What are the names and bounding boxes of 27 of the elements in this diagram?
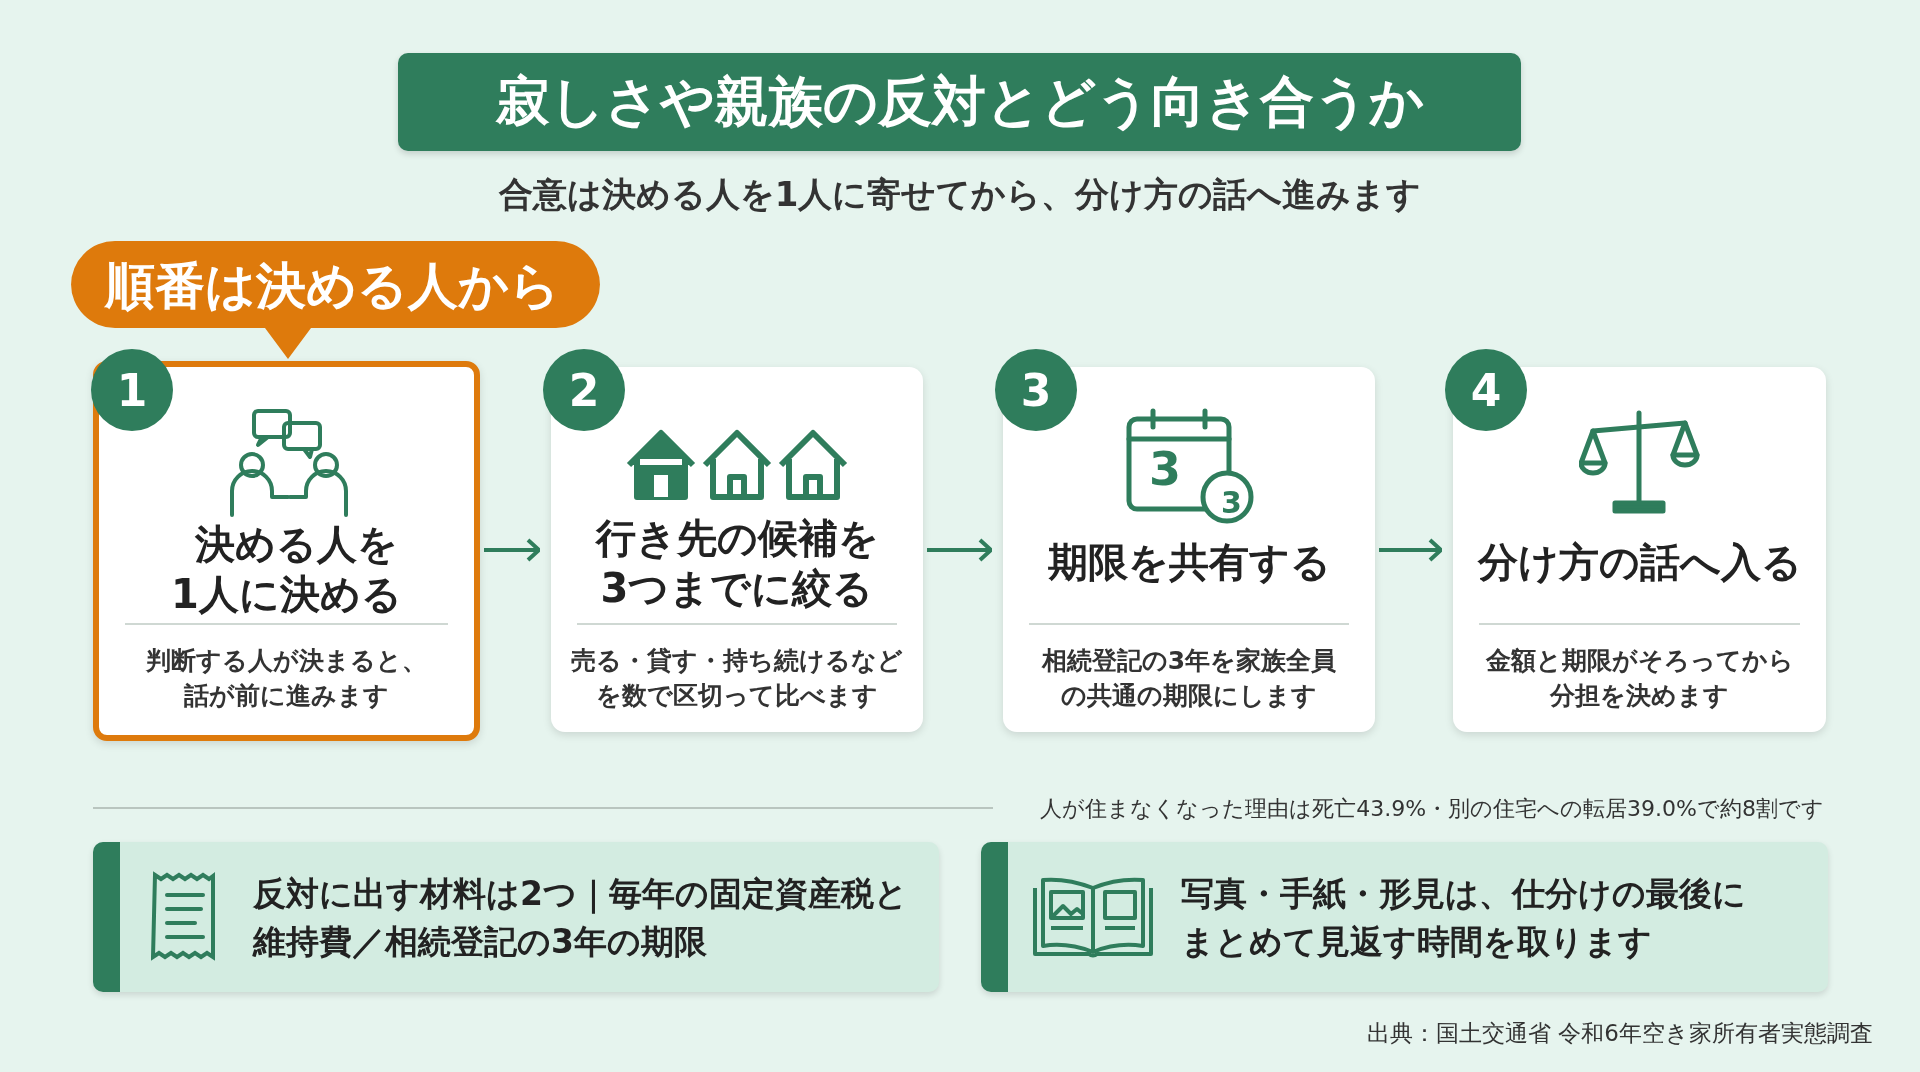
callout-text: 順番は決める人から xyxy=(105,256,560,317)
source-text: 出典：国土交通省 令和6年空き家所有者実態調査 xyxy=(1367,1019,1873,1048)
step-heading: 期限を共有する xyxy=(1046,538,1332,587)
step-heading: 決める人を1人に決める xyxy=(170,520,403,619)
arrow xyxy=(484,538,541,562)
subtitle: 合意は決める人を1人に寄せてから、分け方の話へ進みます xyxy=(497,173,1423,216)
number-badge: 3 xyxy=(995,349,1077,431)
note-text: 人が住まなくなった理由は死亡43.9%・別の住宅への転居39.0%で約8割です xyxy=(1040,795,1824,823)
calendar-number: 3 xyxy=(1149,446,1181,492)
step-description: 金額と期限がそろってから分担を決めます xyxy=(1484,645,1795,712)
info-panel xyxy=(93,842,939,992)
callout-bubble xyxy=(71,241,600,359)
arrow xyxy=(927,538,993,562)
arrow xyxy=(1379,538,1443,562)
number-badge: 4 xyxy=(1445,349,1527,431)
number-badge: 2 xyxy=(543,349,625,431)
step-description: 判断する人が決まると、話が前に進みます xyxy=(145,645,428,712)
calendar-number: 3 xyxy=(1221,488,1242,518)
number-badge: 1 xyxy=(91,349,173,431)
step-description: 売る・貸す・持ち続けるなどを数で区切って比べます xyxy=(570,645,904,712)
step-heading: 行き先の候補を3つまでに絞る xyxy=(594,514,880,613)
step-description: 相続登記の3年を家族全員の共通の期限にします xyxy=(1040,645,1338,712)
title-banner: 寂しさや親族の反対とどう向き合うか xyxy=(398,53,1521,151)
panel-text: 反対に出す材料は2つ｜毎年の固定資産税と維持費／相続登記の3年の期限 xyxy=(253,873,909,963)
step-heading: 分け方の話へ入る xyxy=(1476,538,1803,587)
info-panel xyxy=(981,842,1828,992)
panel-text: 写真・手紙・形見は、仕分けの最後にまとめて見返す時間を取ります xyxy=(1181,873,1747,963)
